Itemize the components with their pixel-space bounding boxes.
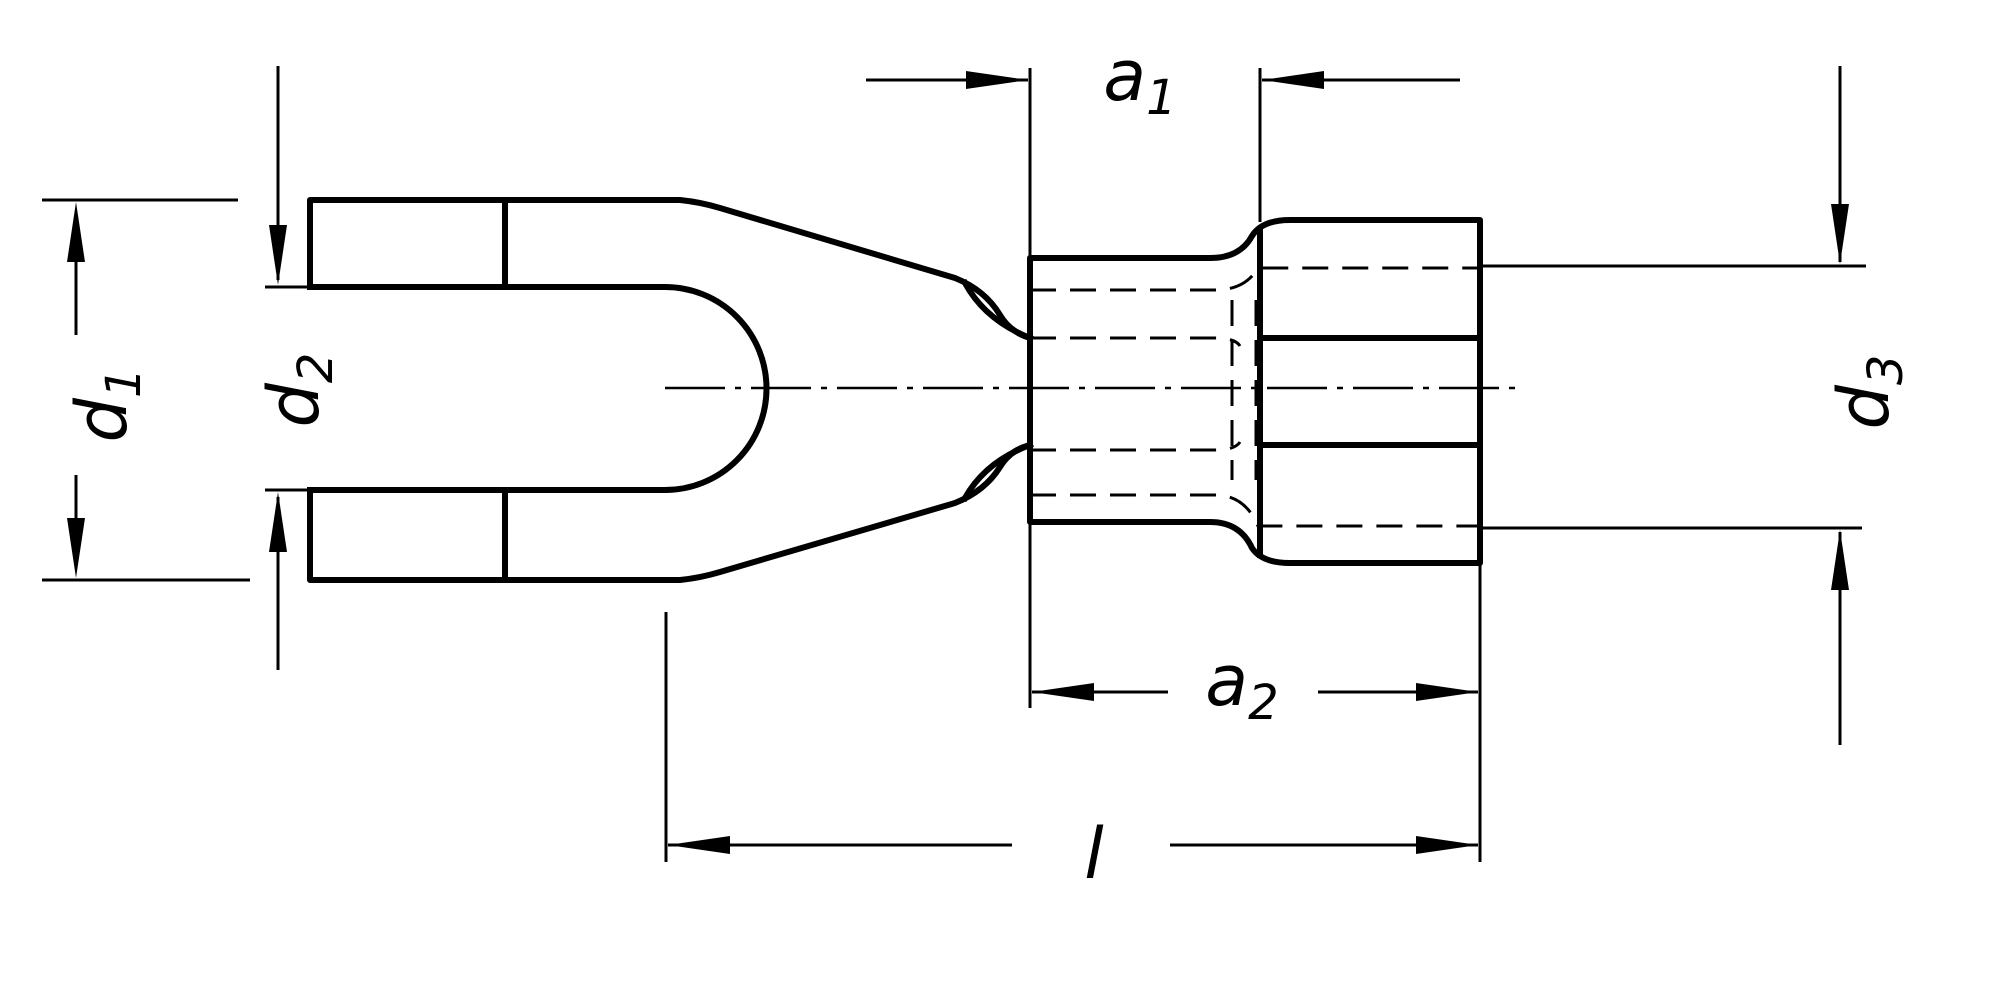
d3-arrow-up: [1831, 530, 1849, 590]
dimension-d3: d3: [1480, 66, 1914, 745]
hidden-line-inner-top: [1030, 336, 1242, 347]
svg-text:d3: d3: [1823, 355, 1914, 430]
d1-label: d1: [61, 368, 152, 443]
a2-label-sub: 2: [1248, 675, 1279, 731]
hidden-line-inner-bottom: [1030, 441, 1242, 452]
a2-arrow-left: [1032, 683, 1094, 701]
svg-text:a2: a2: [1205, 640, 1278, 731]
d3-arrow-down: [1831, 204, 1849, 264]
a2-arrow-right: [1416, 683, 1478, 701]
d3-label-main: d: [1823, 384, 1905, 429]
dimension-a2: a2: [1028, 522, 1482, 862]
upper-prong-outline: [307, 197, 1034, 342]
hidden-line-outer-bottom: [1030, 493, 1480, 528]
l-arrow-right: [1416, 836, 1478, 854]
l-label: l: [1084, 813, 1104, 895]
d1-label-sub: 1: [96, 368, 152, 399]
dimension-d1: d1: [42, 198, 250, 582]
d2-arrow-up: [269, 492, 287, 552]
a2-label-main: a: [1205, 640, 1248, 722]
a1-label-sub: 1: [1146, 70, 1177, 126]
lower-prong-outline: [307, 441, 1034, 583]
svg-text:a1: a1: [1103, 35, 1176, 126]
d1-arrow-up: [67, 202, 85, 262]
svg-text:d1: d1: [61, 368, 152, 443]
a1-arrow-right: [966, 71, 1028, 89]
a1-arrow-left: [1262, 71, 1324, 89]
lower-neck-curve: [960, 441, 1034, 503]
d1-arrow-down: [67, 518, 85, 578]
d2-label-main: d: [253, 382, 335, 427]
d2-label: d2: [253, 353, 344, 428]
dimension-d2: d2: [253, 66, 344, 670]
dimension-l: l: [664, 612, 1478, 895]
svg-text:d2: d2: [253, 353, 344, 428]
d3-label-sub: 3: [1858, 355, 1914, 386]
d3-label: d3: [1823, 355, 1914, 430]
hidden-line-outer-top: [1030, 266, 1480, 292]
l-arrow-left: [668, 836, 730, 854]
d2-arrow-down: [269, 225, 287, 285]
terminal-outline: [307, 197, 1483, 583]
a1-label-main: a: [1103, 35, 1146, 117]
d1-label-main: d: [61, 397, 143, 442]
hidden-lines: [1030, 266, 1480, 528]
d2-label-sub: 2: [288, 353, 344, 384]
upper-neck-curve: [960, 278, 1034, 342]
dimension-a1: a1: [866, 35, 1460, 258]
